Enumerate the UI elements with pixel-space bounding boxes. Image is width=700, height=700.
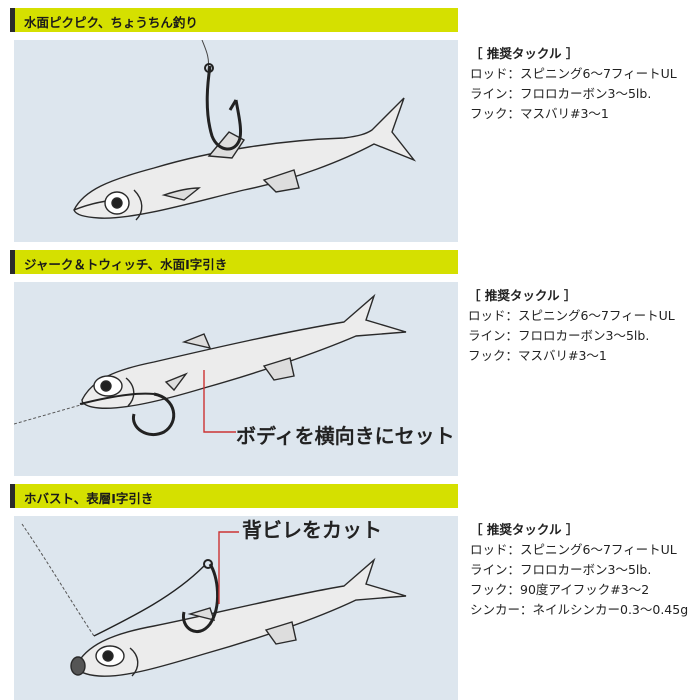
section-title-2: ジャーク＆トウィッチ、水面I字引き xyxy=(24,257,228,272)
fish-with-sinker-illustration xyxy=(21,523,407,677)
illustration-panel-2: ボディを横向きにセット xyxy=(14,282,458,476)
tackle-line-2: ライン：フロロカーボン3〜5lb. xyxy=(468,328,650,343)
section-header-2: ジャーク＆トウィッチ、水面I字引き xyxy=(10,250,458,274)
tackle-rod-2: ロッド：スピニング6〜7フィートUL xyxy=(468,308,675,323)
recommended-tackle-1: ［ 推奨タックル ］ ロッド：スピニング6〜7フィートUL ライン：フロロカーボ… xyxy=(470,44,677,124)
fish-sideways-illustration xyxy=(14,293,407,437)
tackle-hook-3: フック：90度アイフック#3〜2 xyxy=(470,582,650,597)
section-title-3: ホバスト、表層I字引き xyxy=(24,491,154,506)
recommended-tackle-2: ［ 推奨タックル ］ ロッド：スピニング6〜7フィートUL ライン：フロロカーボ… xyxy=(468,286,675,366)
tackle-rod-3: ロッド：スピニング6〜7フィートUL xyxy=(470,542,677,557)
callout-body-sideways: ボディを横向きにセット xyxy=(236,424,455,448)
section-header-1: 水面ピクピク、ちょうちん釣り xyxy=(10,8,458,32)
tackle-sinker-3: シンカー：ネイルシンカー0.3〜0.45g xyxy=(470,602,689,617)
fish-on-hook-illustration-1 xyxy=(73,40,417,221)
tackle-hook-1: フック：マスバリ#3〜1 xyxy=(470,106,609,121)
tackle-rod-1: ロッド：スピニング6〜7フィートUL xyxy=(470,66,677,81)
tackle-line-3: ライン：フロロカーボン3〜5lb. xyxy=(470,562,652,577)
illustration-panel-3: 背ビレをカット xyxy=(14,516,458,700)
tackle-hook-2: フック：マスバリ#3〜1 xyxy=(468,348,607,363)
callout-dorsal-fin-cut: 背ビレをカット xyxy=(242,518,382,542)
recommended-tackle-3: ［ 推奨タックル ］ ロッド：スピニング6〜7フィートUL ライン：フロロカーボ… xyxy=(470,520,688,620)
tackle-heading-1: ［ 推奨タックル ］ xyxy=(470,46,579,61)
section-header-3: ホバスト、表層I字引き xyxy=(10,484,458,508)
tackle-heading-3: ［ 推奨タックル ］ xyxy=(470,522,579,537)
tackle-heading-2: ［ 推奨タックル ］ xyxy=(468,288,577,303)
tackle-line-1: ライン：フロロカーボン3〜5lb. xyxy=(470,86,652,101)
illustration-panel-1 xyxy=(14,40,458,242)
section-title-1: 水面ピクピク、ちょうちん釣り xyxy=(24,15,198,30)
